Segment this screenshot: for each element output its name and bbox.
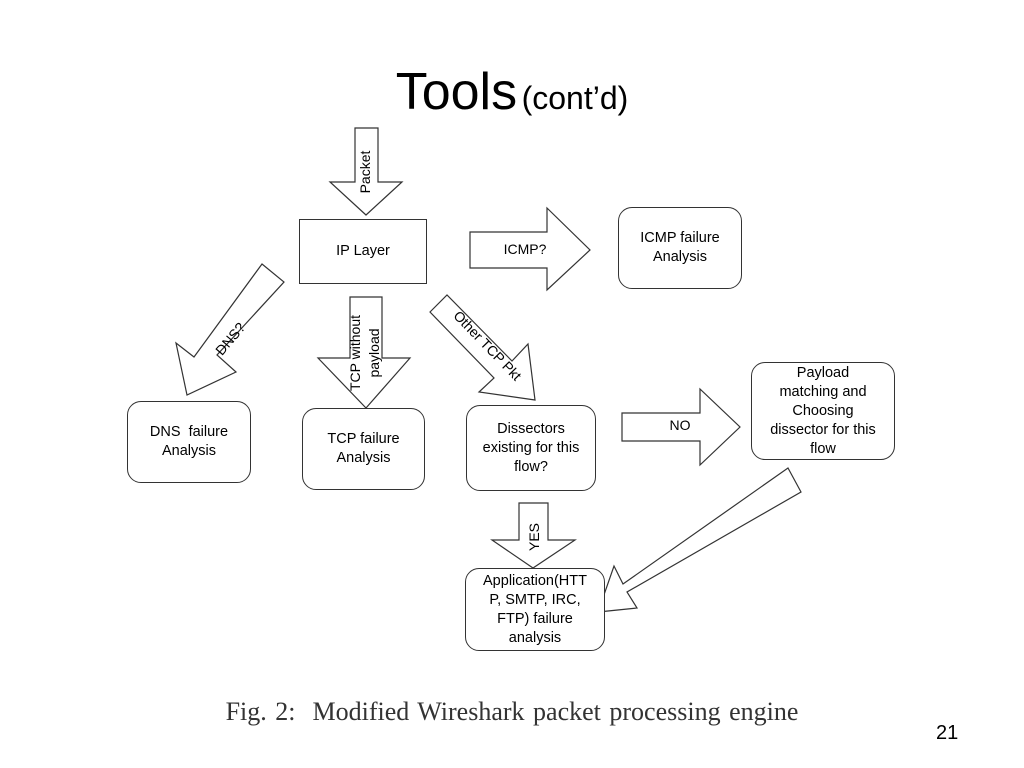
label-tcp-without-payload-1: TCP without [347, 315, 363, 391]
node-ip-layer: IP Layer [299, 219, 427, 284]
node-icmp-line-1: ICMP failure [640, 230, 720, 246]
slide-number: 21 [936, 722, 959, 744]
node-dissectors-line-1: Dissectors [497, 420, 565, 437]
label-tcp-without-payload-2: payload [366, 328, 382, 377]
node-dissectors-line-3: flow? [514, 458, 548, 475]
arrow-icmp [469, 206, 591, 292]
node-payload-line-5: flow [810, 440, 836, 457]
arrow-payload-to-application [597, 467, 802, 613]
node-application-line-4: analysis [508, 629, 562, 646]
label-no: NO [670, 417, 691, 433]
node-application-failure-analysis: Application(HTT P, SMTP, IRC, FTP) failure… [465, 568, 605, 651]
node-ip-layer-label: IP Layer [336, 243, 390, 259]
label-yes: YES [526, 523, 542, 551]
label-packet: Packet [357, 150, 373, 193]
node-application-line-2: P, SMTP, IRC, [489, 591, 581, 608]
node-application-line-3: FTP) failure [497, 610, 573, 627]
arrow-yes [490, 502, 577, 569]
arrow-other-tcp [429, 294, 536, 401]
node-dns-line-1: DNS failure [149, 424, 229, 440]
node-payload-line-1: Payload [796, 364, 850, 381]
arrow-no [621, 387, 741, 467]
node-payload-line-3: Choosing [792, 402, 854, 419]
node-icmp-line-2: Analysis [652, 249, 707, 265]
arrow-tcp-without-payload [316, 296, 412, 409]
node-payload-line-2: matching and [779, 383, 867, 400]
arrow-packet [328, 127, 404, 216]
figure-caption: Fig. 2: Modified Wireshark packet proces… [225, 697, 799, 726]
node-dissectors-existing: Dissectors existing for this flow? [466, 405, 596, 491]
node-tcp-line-1: TCP failure [327, 431, 400, 447]
node-dissectors-line-2: existing for this [482, 439, 580, 456]
node-payload-line-4: dissector for this [770, 421, 876, 438]
slide-title: Tools (cont’d) [0, 62, 1024, 122]
arrow-dns [175, 263, 285, 396]
node-dns-line-2: Analysis [161, 443, 216, 459]
title-main: Tools [395, 63, 518, 121]
title-suffix: (cont’d) [521, 80, 629, 116]
node-tcp-line-2: Analysis [336, 450, 391, 466]
node-application-line-1: Application(HTT [483, 572, 587, 589]
label-icmp: ICMP? [504, 241, 547, 257]
